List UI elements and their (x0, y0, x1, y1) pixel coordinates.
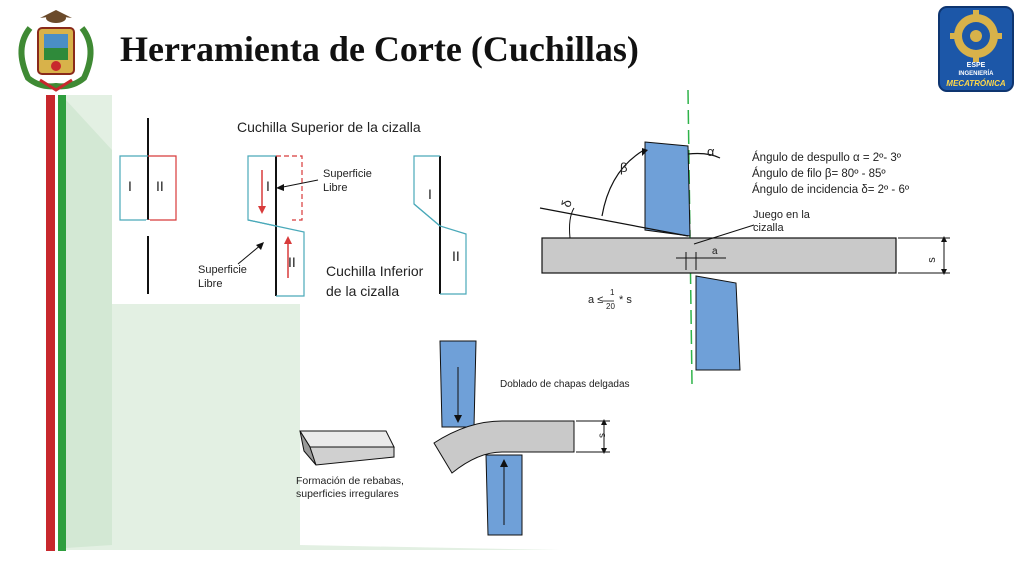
white-stripe (55, 95, 58, 551)
clearance-label-line1: Juego en la (753, 209, 810, 221)
green-stripe (58, 95, 66, 551)
burr-plate-side (309, 446, 395, 466)
burr-plate-top (299, 430, 395, 448)
gear-icon (938, 6, 1014, 92)
beta-angle-label: Ángulo de filo β= 80º - 85º (752, 168, 886, 180)
formula-numerator: 1 (610, 288, 615, 297)
bending-caption: Doblado de chapas delgadas (500, 379, 630, 390)
beta-arc (601, 149, 645, 217)
fig2-label-I: I (266, 178, 270, 194)
fig2-lower-blade (247, 219, 305, 297)
fig3-lower-blade (413, 203, 467, 295)
cut-line (687, 89, 693, 385)
thickness-symbol: s (925, 257, 938, 263)
free-surface-b-line2: Libre (198, 278, 223, 290)
fig1-left-outline (119, 155, 148, 221)
free-surface-b-line1: Superficie (198, 264, 247, 276)
fig1-label-I: I (128, 178, 132, 194)
formula-lhs: a ≤ (588, 294, 604, 306)
alpha-symbol: α (707, 144, 715, 159)
alpha-angle-label: Ángulo de despullo α = 2º- 3º (752, 152, 901, 164)
lower-blade-caption-line1: Cuchilla Inferior (326, 263, 424, 279)
page-title: Herramienta de Corte (Cuchillas) (120, 29, 639, 69)
beta-symbol: β (620, 160, 628, 175)
coat-of-arms-logo (18, 10, 94, 92)
fig2-label-II: II (288, 254, 296, 270)
free-surface-a-line2: Libre (323, 182, 348, 194)
clearance-label-line2: cizalla (753, 222, 784, 234)
green-panel-shade (66, 100, 112, 548)
clearance-leader (693, 224, 755, 245)
red-stripe (46, 95, 55, 551)
lower-blade (695, 275, 741, 371)
bending-thickness-symbol: s (597, 433, 608, 438)
logo-text-mecatronica: MECATRÓNICA (946, 79, 1006, 88)
bent-sheet (433, 420, 575, 474)
fig3-label-II: II (452, 248, 460, 264)
logo-text-espe: ESPE (966, 62, 986, 69)
fig2-upper-dashed (276, 155, 303, 221)
upper-blade-caption: Cuchilla Superior de la cizalla (237, 119, 421, 135)
fig1-label-II: II (156, 178, 164, 194)
formula-denominator: 20 (606, 302, 615, 311)
upper-blade (644, 141, 691, 237)
bending-diagram (299, 340, 610, 536)
shear-diagram (119, 118, 467, 297)
fig3-label-I: I (428, 186, 432, 202)
green-panel (62, 95, 560, 550)
burr-caption-line1: Formación de rebabas, (296, 475, 404, 487)
cutting-angle-diagram (539, 89, 950, 385)
clearance-symbol: a (712, 246, 718, 257)
free-surface-a-line1: Superficie (323, 168, 372, 180)
burr-caption-line2: superficies irregulares (296, 488, 399, 500)
shear-diagram-panel (112, 108, 490, 304)
sheet-metal (541, 237, 897, 274)
fig1-right-outline (148, 155, 177, 221)
alpha-arc (687, 152, 721, 159)
formula-rhs: * s (619, 294, 632, 306)
incidence-line (539, 207, 689, 237)
logo-text-ingenieria: INGENIERÍA (958, 71, 994, 77)
lower-blade-caption-line2: de la cizalla (326, 283, 400, 299)
espe-logo: ESPE INGENIERÍA MECATRÓNICA (938, 6, 1014, 92)
delta-angle-label: Ángulo de incidencia δ= 2º - 6º (752, 184, 910, 196)
